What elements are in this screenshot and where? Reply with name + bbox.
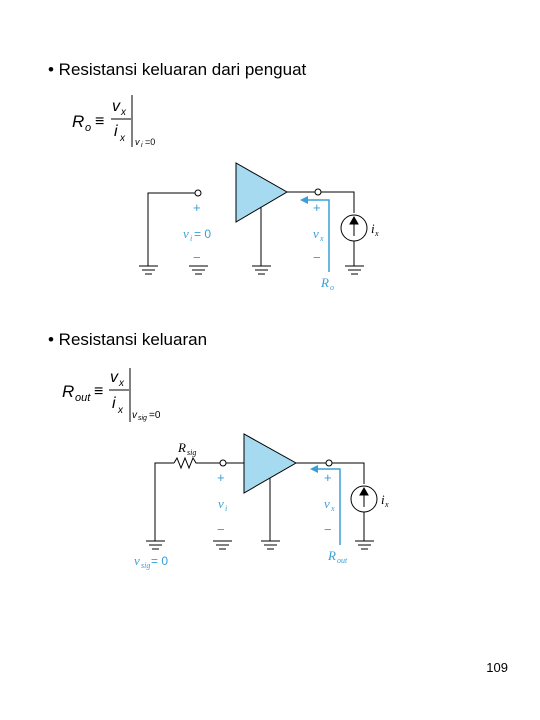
c2-ix: i — [381, 492, 385, 507]
formula-rout-equiv: ≡ — [94, 383, 103, 400]
formula-ro-equiv: ≡ — [95, 113, 104, 130]
formula-ro-cond-val: =0 — [145, 137, 155, 147]
c1-ro: R — [320, 275, 329, 290]
formula-ro-num: v — [112, 98, 121, 115]
c2-rsig-sub: sig — [187, 448, 196, 457]
ro-arrow-icon — [300, 196, 330, 272]
formula-ro-den-sub: x — [119, 133, 126, 144]
formula-rout-cond-val: =0 — [149, 410, 161, 421]
c2-vsig-sub: sig — [141, 561, 150, 570]
formula-rout-den: i — [112, 395, 116, 412]
c2-vi: v — [218, 496, 224, 511]
bullet-output-resistance: • Resistansi keluaran — [48, 330, 208, 349]
c2-rout-sub: out — [337, 556, 348, 565]
c1-plus: + — [193, 200, 201, 215]
formula-ro-den: i — [114, 123, 118, 140]
formula-ro: R o ≡ v x i x v i =0 — [72, 95, 155, 149]
c2-rsig: R — [177, 440, 186, 455]
c2-vx-plus: + — [324, 470, 332, 485]
circuit-1-labels: + v i = 0 − + v x − i x R o — [183, 200, 379, 292]
formula-ro-lhs-sub: o — [85, 122, 91, 134]
c1-ix: i — [371, 221, 375, 236]
bullet-output-resistance-amplifier: • Resistansi keluaran dari penguat — [48, 60, 307, 79]
c1-vx-plus: + — [313, 200, 321, 215]
c2-vi-sub: i — [225, 504, 227, 513]
formula-ro-cond: v — [135, 137, 140, 147]
c1-minus: − — [193, 250, 201, 265]
c1-vi-val: = 0 — [194, 227, 211, 241]
c2-vx-sub: x — [330, 504, 335, 513]
page-number: 109 — [486, 660, 508, 675]
c1-vx-minus: − — [313, 250, 321, 265]
c2-ix-sub: x — [384, 500, 389, 509]
c2-minus: − — [217, 522, 225, 537]
c1-ro-sub: o — [330, 283, 334, 292]
formula-rout-lhs-sub: out — [75, 392, 91, 404]
resistor-rsig-icon — [173, 456, 220, 470]
c2-rout: R — [327, 548, 336, 563]
circuit-2-labels: R sig + v i − v sig = 0 + v x − i x R ou… — [134, 440, 389, 570]
c1-vx: v — [313, 226, 319, 241]
rout-arrow-icon — [310, 465, 341, 545]
formula-rout-cond: v — [132, 410, 138, 421]
c2-vx: v — [324, 496, 330, 511]
circuit-1 — [139, 162, 368, 275]
formula-rout-lhs: R — [62, 382, 74, 401]
formula-ro-num-sub: x — [120, 107, 127, 118]
c2-vx-minus: − — [324, 522, 332, 537]
formula-rout-cond-sub: sig — [138, 415, 147, 422]
c1-ix-sub: x — [374, 229, 379, 238]
c1-vi: v — [183, 226, 189, 241]
formula-rout-num-sub: x — [118, 378, 125, 389]
c1-vi-sub: i — [190, 234, 192, 243]
c2-vsig: v — [134, 553, 140, 568]
c1-vx-sub: x — [319, 234, 324, 243]
formula-rout: R out ≡ v x i x v sig =0 — [62, 368, 161, 422]
c2-vsig-val: = 0 — [151, 554, 168, 568]
circuit-2 — [146, 433, 378, 550]
formula-ro-cond-sub: i — [141, 142, 143, 149]
formula-rout-den-sub: x — [117, 405, 124, 416]
c2-plus: + — [217, 470, 225, 485]
formula-rout-num: v — [110, 369, 119, 386]
formula-ro-lhs: R — [72, 112, 84, 131]
